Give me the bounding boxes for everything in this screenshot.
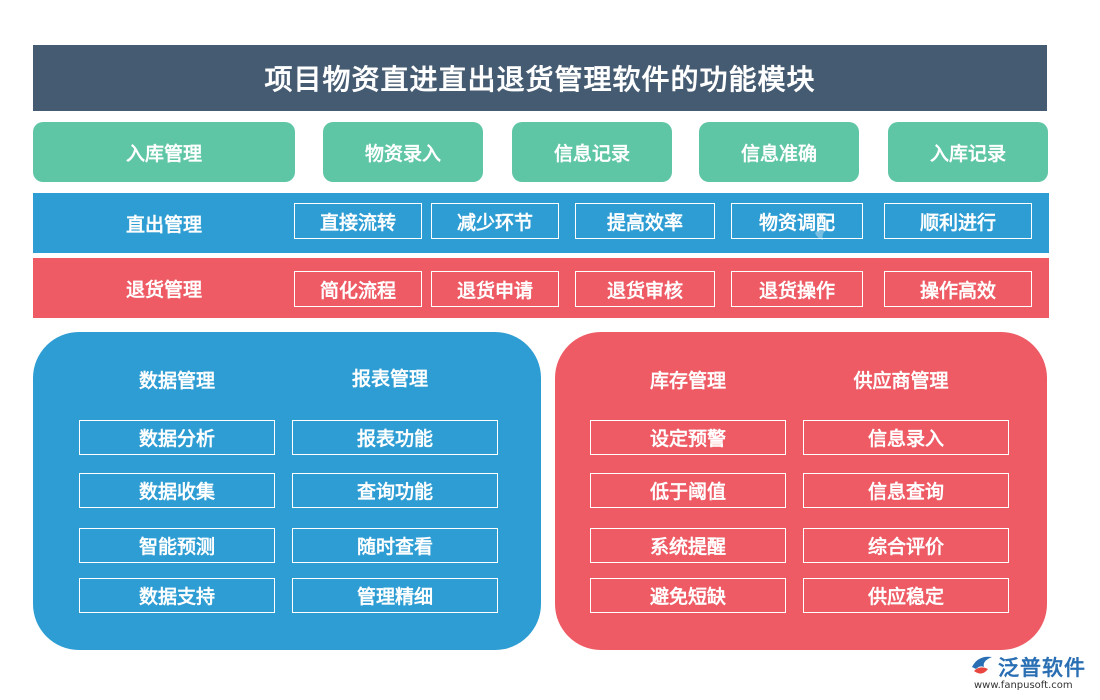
returns-band [33, 258, 1049, 318]
direct-out-item-2: 提高效率 [575, 203, 715, 239]
returns-heading: 退货管理 [125, 278, 202, 301]
data-management-item-0: 数据分析 [79, 420, 275, 455]
direct-out-item-0: 直接流转 [294, 203, 422, 239]
data-management-item-2: 智能预测 [79, 528, 275, 563]
report-management-item-1: 查询功能 [292, 473, 498, 508]
left-panel [33, 332, 541, 650]
top-module-1: 物资录入 [323, 122, 483, 182]
data-management-item-3: 数据支持 [79, 578, 275, 613]
watermark-icon [815, 228, 827, 240]
supplier-management-item-0: 信息录入 [803, 420, 1009, 455]
inventory-management-heading: 库存管理 [649, 369, 726, 392]
inventory-management-item-3: 避免短缺 [590, 578, 786, 613]
fanpu-logo-icon [972, 656, 992, 674]
inventory-management-item-0: 设定预警 [590, 420, 786, 455]
page-title: 项目物资直进直出退货管理软件的功能模块 [33, 45, 1047, 111]
returns-item-0: 简化流程 [294, 271, 422, 307]
supplier-management-item-1: 信息查询 [803, 473, 1009, 508]
brand-logo: 泛普软件 www.fanpusoft.com [968, 652, 1094, 696]
direct-out-item-1: 减少环节 [431, 203, 559, 239]
returns-item-4: 操作高效 [884, 271, 1032, 307]
watermark-logo [812, 218, 912, 248]
report-management-item-0: 报表功能 [292, 420, 498, 455]
direct-out-heading: 直出管理 [125, 213, 202, 236]
report-management-item-3: 管理精细 [292, 578, 498, 613]
returns-item-3: 退货操作 [731, 271, 863, 307]
top-module-0: 入库管理 [33, 122, 295, 182]
returns-item-1: 退货申请 [431, 271, 559, 307]
top-module-2: 信息记录 [512, 122, 672, 182]
supplier-management-heading: 供应商管理 [853, 369, 949, 392]
report-management-heading: 报表管理 [351, 367, 428, 390]
data-management-item-1: 数据收集 [79, 473, 275, 508]
inventory-management-item-1: 低于阈值 [590, 473, 786, 508]
direct-out-item-3: 物资调配 [731, 203, 863, 239]
top-module-3: 信息准确 [699, 122, 859, 182]
right-panel [555, 332, 1047, 650]
top-module-4: 入库记录 [888, 122, 1048, 182]
report-management-item-2: 随时查看 [292, 528, 498, 563]
inventory-management-item-2: 系统提醒 [590, 528, 786, 563]
data-management-heading: 数据管理 [138, 369, 215, 392]
brand-url: www.fanpusoft.com [974, 680, 1073, 691]
supplier-management-item-3: 供应稳定 [803, 578, 1009, 613]
direct-out-item-4: 顺利进行 [884, 203, 1032, 239]
brand-name: 泛普软件 [998, 656, 1086, 680]
supplier-management-item-2: 综合评价 [803, 528, 1009, 563]
returns-item-2: 退货审核 [575, 271, 715, 307]
